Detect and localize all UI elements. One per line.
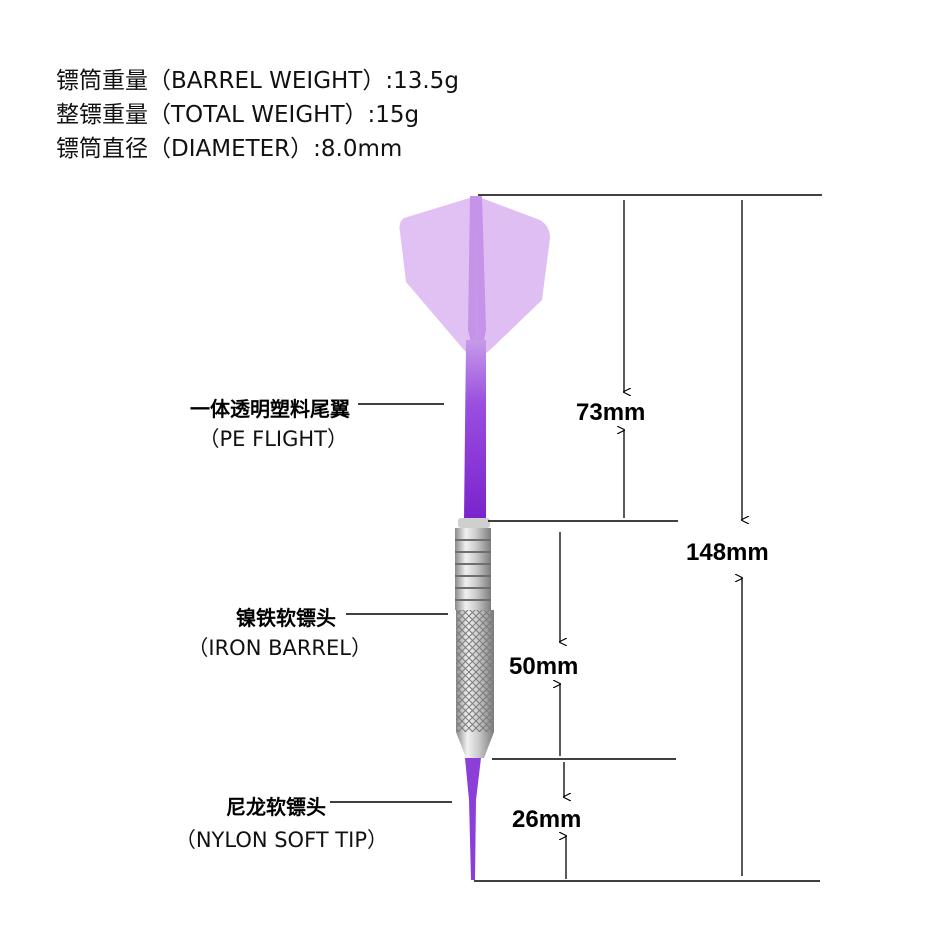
barrel-weight-spec: 镖筒重量（BARREL WEIGHT）:13.5g [56, 68, 459, 94]
dimension-barrel: 50mm [509, 653, 579, 680]
leader-lines [330, 403, 452, 803]
flight [399, 196, 550, 370]
total-weight-spec: 整镖重量（TOTAL WEIGHT）:15g [56, 102, 420, 128]
flight-right-wing [476, 196, 550, 360]
dimension-arrows [560, 200, 742, 879]
barrel-label-cn: 镍铁软镖头 [236, 606, 336, 630]
flight-center-fin [468, 196, 486, 370]
tip-label-cn: 尼龙软镖头 [226, 795, 326, 819]
barrel-collar [458, 518, 490, 528]
barrel-grooved-section [455, 528, 491, 610]
barrel-taper [456, 732, 494, 758]
barrel-label-en: （IRON BARREL） [187, 636, 372, 660]
diameter-spec: 镖筒直径（DIAMETER）:8.0mm [56, 136, 403, 162]
barrel-knurl-pattern [456, 610, 494, 732]
flight-label-cn: 一体透明塑料尾翼 [190, 397, 350, 421]
reference-lines [474, 194, 822, 882]
barrel-grooves [455, 539, 491, 601]
soft-tip [465, 758, 481, 880]
dimension-flight-shaft: 73mm [576, 399, 646, 426]
tip-label-en: （NYLON SOFT TIP） [174, 828, 388, 852]
shaft [464, 340, 486, 520]
barrel [455, 518, 494, 758]
flight-left-wing [399, 196, 476, 360]
flight-label-en: （PE FLIGHT） [198, 427, 348, 451]
dimension-total: 148mm [686, 539, 769, 566]
dimension-tip: 26mm [512, 806, 582, 833]
